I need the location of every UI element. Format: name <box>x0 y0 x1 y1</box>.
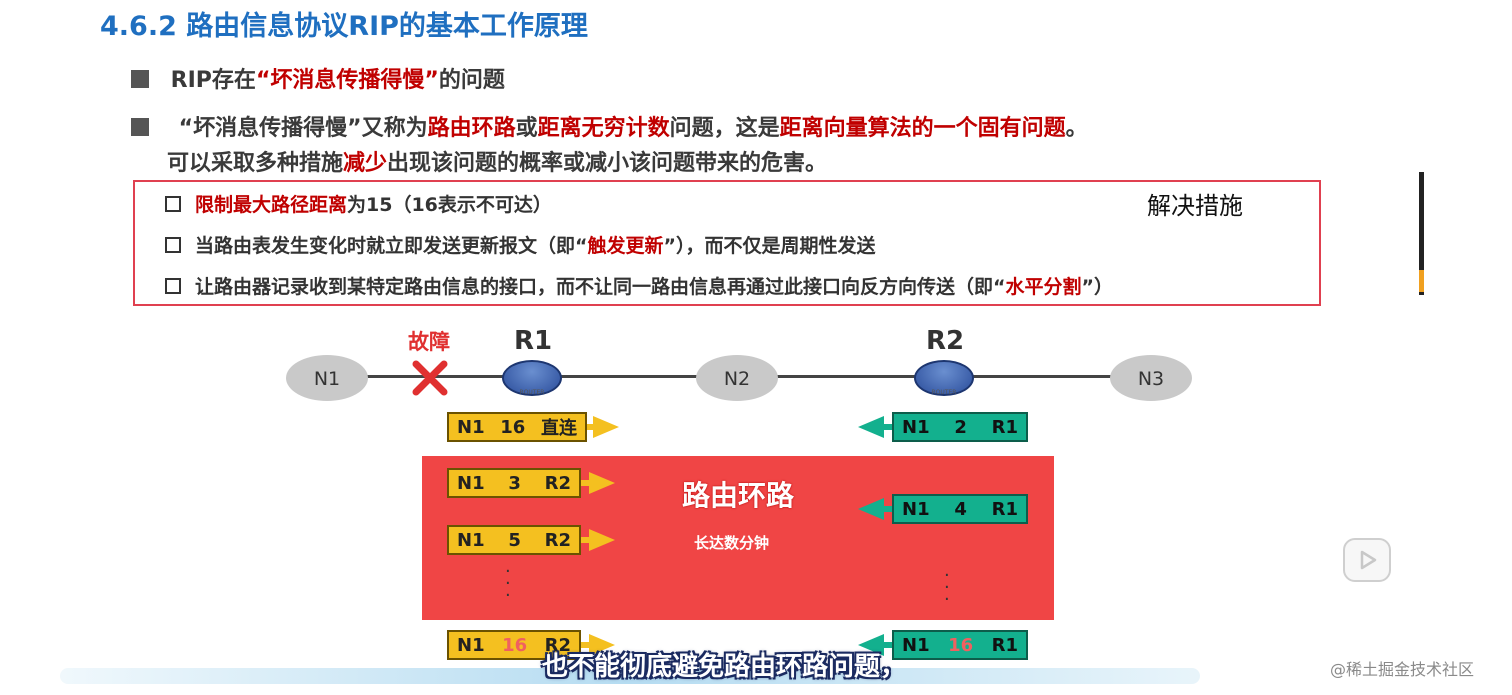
video-subtitle: 也不能彻底避免路由环路问题， <box>542 652 907 682</box>
option3-post: ”） <box>1081 276 1114 298</box>
router-icon: ROUTER <box>914 360 974 396</box>
packet-dist: 16 <box>500 416 526 438</box>
packet-dist: 4 <box>954 498 967 520</box>
r1-packet: N1 16 R2 <box>447 630 615 660</box>
play-icon <box>1360 550 1377 570</box>
option1-text: 为15（16表示不可达） <box>347 194 552 216</box>
option2-highlight: 触发更新 <box>587 235 664 257</box>
arrow-left-icon <box>858 416 884 438</box>
page-title: 4.6.2 路由信息协议RIP的基本工作原理 <box>100 11 588 42</box>
checkbox-icon <box>165 196 181 212</box>
router-label-r1: R1 <box>514 326 553 356</box>
bullet2-p1: “坏消息传播得慢”又称为 <box>178 116 428 141</box>
r2-packet: N1 2 R1 <box>858 412 1028 442</box>
arrow-right-icon <box>589 634 615 656</box>
packet-dest: N1 <box>902 416 930 438</box>
loop-subtitle: 长达数分钟 <box>694 534 770 552</box>
bullet-loop-explain: “坏消息传播得慢”又称为路由环路或距离无穷计数问题，这是距离向量算法的一个固有问… <box>131 110 1088 142</box>
network-cloud-n3: N3 <box>1110 355 1192 401</box>
fault-label: 故障 <box>408 330 450 354</box>
router-badge: ROUTER <box>519 389 545 396</box>
arrow-right-icon <box>589 529 615 551</box>
packet-next: R2 <box>544 472 571 494</box>
checkbox-icon <box>165 278 181 294</box>
packet-next: R1 <box>991 416 1018 438</box>
router-label-r2: R2 <box>926 326 965 356</box>
router-icon: ROUTER <box>502 360 562 396</box>
option2-pre: 当路由表发生变化时就立即发送更新报文（即“ <box>195 235 588 257</box>
arrow-right-icon <box>589 472 615 494</box>
network-label: N2 <box>723 368 751 390</box>
ellipsis-dots: ··· <box>944 565 950 610</box>
packet-next: R2 <box>544 529 571 551</box>
option-max-distance: 限制最大路径距离为15（16表示不可达） <box>165 190 552 217</box>
measures-box <box>133 180 1321 306</box>
arrow-right-icon <box>593 416 619 438</box>
arrow-left-icon <box>858 634 884 656</box>
r1-packet: N1 16 直连 <box>447 412 619 442</box>
r1-packet: N1 5 R2 <box>447 525 615 555</box>
packet-dest: N1 <box>457 472 485 494</box>
network-cloud-n2: N2 <box>696 355 778 401</box>
packet-dist: 2 <box>954 416 967 438</box>
network-cloud-n1: N1 <box>286 355 368 401</box>
packet-dist: 16 <box>948 634 974 656</box>
packet-next: R2 <box>544 634 571 656</box>
packet-next: R1 <box>991 634 1018 656</box>
ellipsis-dots: ··· <box>505 561 511 606</box>
packet-dest: N1 <box>457 416 485 438</box>
network-label: N3 <box>1137 368 1165 390</box>
loop-title: 路由环路 <box>682 479 795 512</box>
bullet-loop-explain-line2: 可以采取多种措施减少出现该问题的概率或减小该问题带来的危害。 <box>167 145 827 177</box>
packet-dist: 16 <box>502 634 528 656</box>
play-button[interactable] <box>1343 538 1391 582</box>
fault-x-icon <box>410 360 450 396</box>
bullet2-p2: 或 <box>515 116 538 141</box>
measures-label: 解决措施 <box>1147 192 1243 220</box>
packet-next: R1 <box>991 498 1018 520</box>
r2-packet: N1 16 R1 <box>858 630 1028 660</box>
packet-dest: N1 <box>902 634 930 656</box>
r1-packet: N1 3 R2 <box>447 468 615 498</box>
arrow-left-icon <box>858 498 884 520</box>
option3-pre: 让路由器记录收到某特定路由信息的接口，而不让同一路由信息再通过此接口向反方向传送… <box>195 276 1006 298</box>
progress-scrollbar[interactable] <box>1419 172 1424 295</box>
bullet1-highlight: “坏消息传播得慢” <box>255 68 439 93</box>
bullet-square-icon <box>131 118 149 136</box>
packet-dest: N1 <box>902 498 930 520</box>
bullet2-h2: 距离无穷计数 <box>537 116 670 141</box>
r2-packet: N1 4 R1 <box>858 494 1028 524</box>
bullet2-line2-h1: 减少 <box>343 151 388 176</box>
bullet2-line2-p1: 可以采取多种措施 <box>167 151 344 176</box>
bullet-rip-problem: RIP存在“坏消息传播得慢”的问题 <box>131 62 505 94</box>
router-badge: ROUTER <box>931 389 957 396</box>
bullet2-h3: 距离向量算法的一个固有问题 <box>779 116 1066 141</box>
bullet2-line2-p2: 出现该问题的概率或减小该问题带来的危害。 <box>387 151 828 176</box>
bullet2-p4: 。 <box>1065 116 1088 141</box>
option-triggered-update: 当路由表发生变化时就立即发送更新报文（即“触发更新”），而不仅是周期性发送 <box>165 231 876 258</box>
option1-highlight: 限制最大路径距离 <box>195 194 348 216</box>
option2-post: ”），而不仅是周期性发送 <box>663 235 876 257</box>
option-split-horizon: 让路由器记录收到某特定路由信息的接口，而不让同一路由信息再通过此接口向反方向传送… <box>165 272 1113 299</box>
progress-scrollbar-thumb[interactable] <box>1419 270 1424 292</box>
bullet2-h1: 路由环路 <box>427 116 516 141</box>
network-label: N1 <box>313 368 341 390</box>
bullet1-post: 的问题 <box>438 68 505 93</box>
bullet1-pre: RIP存在 <box>170 68 256 93</box>
checkbox-icon <box>165 237 181 253</box>
packet-dest: N1 <box>457 634 485 656</box>
packet-dest: N1 <box>457 529 485 551</box>
packet-dist: 5 <box>508 529 521 551</box>
wave-decoration <box>60 668 1200 684</box>
packet-next: 直连 <box>541 418 577 439</box>
bullet2-p3: 问题，这是 <box>669 116 780 141</box>
packet-dist: 3 <box>508 472 521 494</box>
option3-highlight: 水平分割 <box>1005 276 1082 298</box>
watermark: @稀土掘金技术社区 <box>1330 660 1475 679</box>
bullet-square-icon <box>131 70 149 88</box>
